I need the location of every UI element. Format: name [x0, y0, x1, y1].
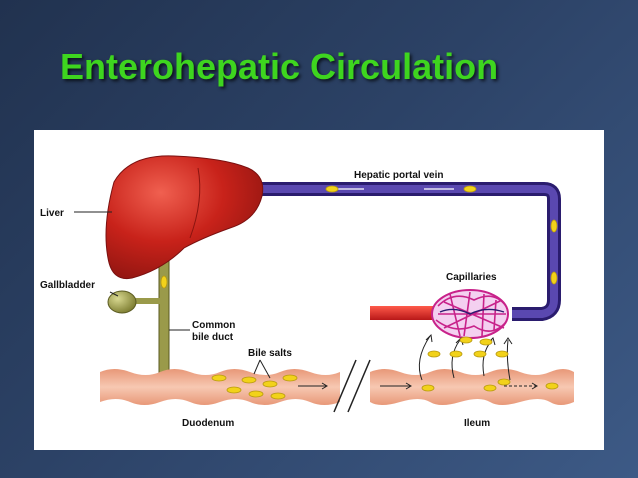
slide-title: Enterohepatic Circulation	[60, 46, 499, 87]
label-duodenum: Duodenum	[182, 418, 234, 429]
label-hepatic-portal-vein: Hepatic portal vein	[354, 170, 443, 181]
hepatic-portal-vein	[254, 182, 561, 321]
intestine	[100, 359, 574, 413]
leader-lines	[74, 211, 190, 331]
break-mark	[347, 359, 371, 413]
break-mark	[333, 359, 357, 413]
label-bile-salts: Bile salts	[248, 348, 292, 359]
label-capillaries: Capillaries	[446, 272, 497, 283]
liver	[105, 155, 264, 280]
bile-salts-pointer	[253, 359, 271, 379]
label-gallbladder: Gallbladder	[40, 280, 95, 291]
capillary-bed	[431, 289, 509, 339]
label-ileum: Ileum	[464, 418, 490, 429]
label-common-bile-duct-line1: Common	[192, 320, 235, 331]
gallbladder	[107, 290, 162, 314]
diagram-panel: Liver Gallbladder Common bile duct Bile …	[34, 130, 604, 450]
enterohepatic-diagram: Liver Gallbladder Common bile duct Bile …	[40, 155, 574, 429]
absorption-arrows	[418, 333, 513, 381]
artery	[370, 306, 440, 320]
label-common-bile-duct-line2: bile duct	[192, 332, 234, 343]
bile-salts	[160, 185, 559, 400]
label-liver: Liver	[40, 208, 64, 219]
